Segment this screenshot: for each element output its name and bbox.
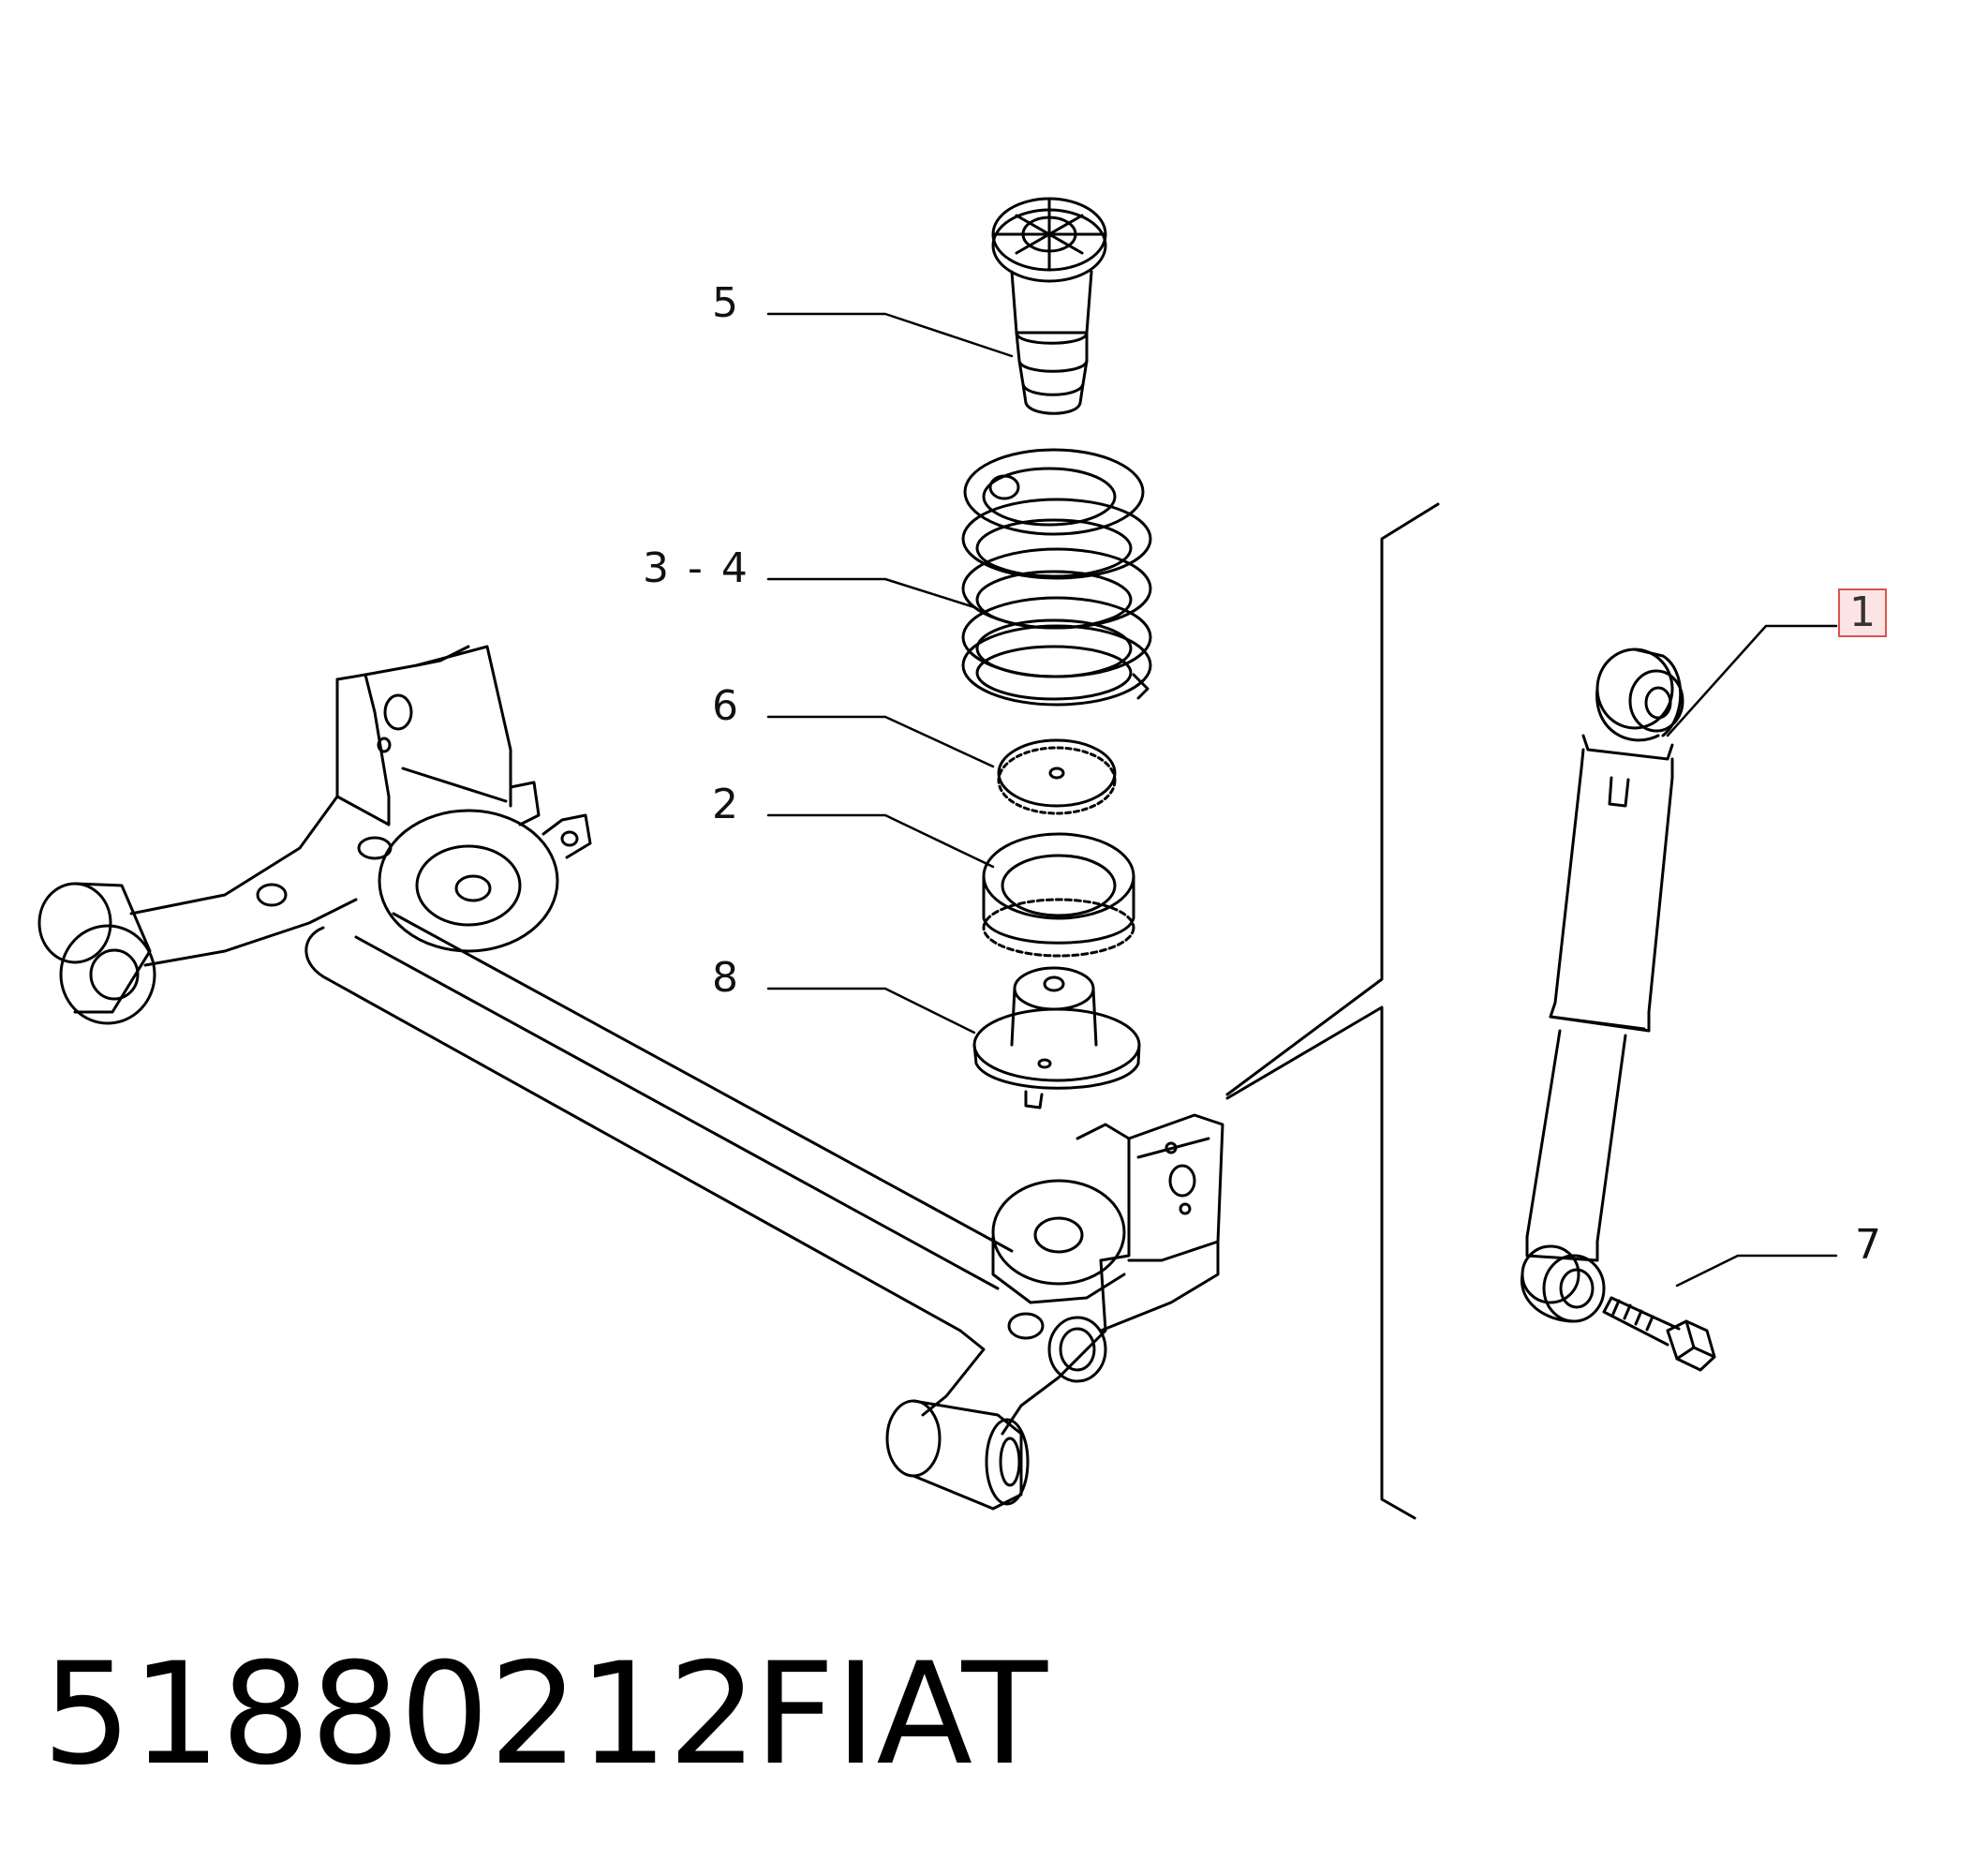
- part-number: 51880212: [42, 1633, 758, 1796]
- callout-part-7: 7: [1855, 1221, 1881, 1269]
- part-7-bolt: [1602, 1296, 1716, 1372]
- callout-part-3-4: 3 - 4: [643, 544, 748, 592]
- callout-part-2: 2: [712, 781, 738, 828]
- part-1-shock-absorber: [1521, 648, 1684, 1323]
- grouping-bracket: [1225, 502, 1440, 1520]
- part-5-bump-stop: [991, 197, 1107, 415]
- part-6-spring-pad: [997, 738, 1117, 815]
- leader-lines: [766, 312, 1838, 1288]
- part-3-4-coil-spring: [961, 448, 1152, 707]
- callout-part-1-highlighted[interactable]: 1: [1838, 588, 1887, 637]
- callout-part-8: 8: [712, 954, 738, 1002]
- part-2-spring-seat: [982, 832, 1135, 958]
- callout-part-5: 5: [712, 279, 738, 327]
- part-8-lower-mount: [972, 966, 1141, 1109]
- rear-axle-beam: [37, 645, 1224, 1511]
- callout-part-6: 6: [712, 682, 738, 730]
- brand-name: FIAT: [754, 1633, 1048, 1796]
